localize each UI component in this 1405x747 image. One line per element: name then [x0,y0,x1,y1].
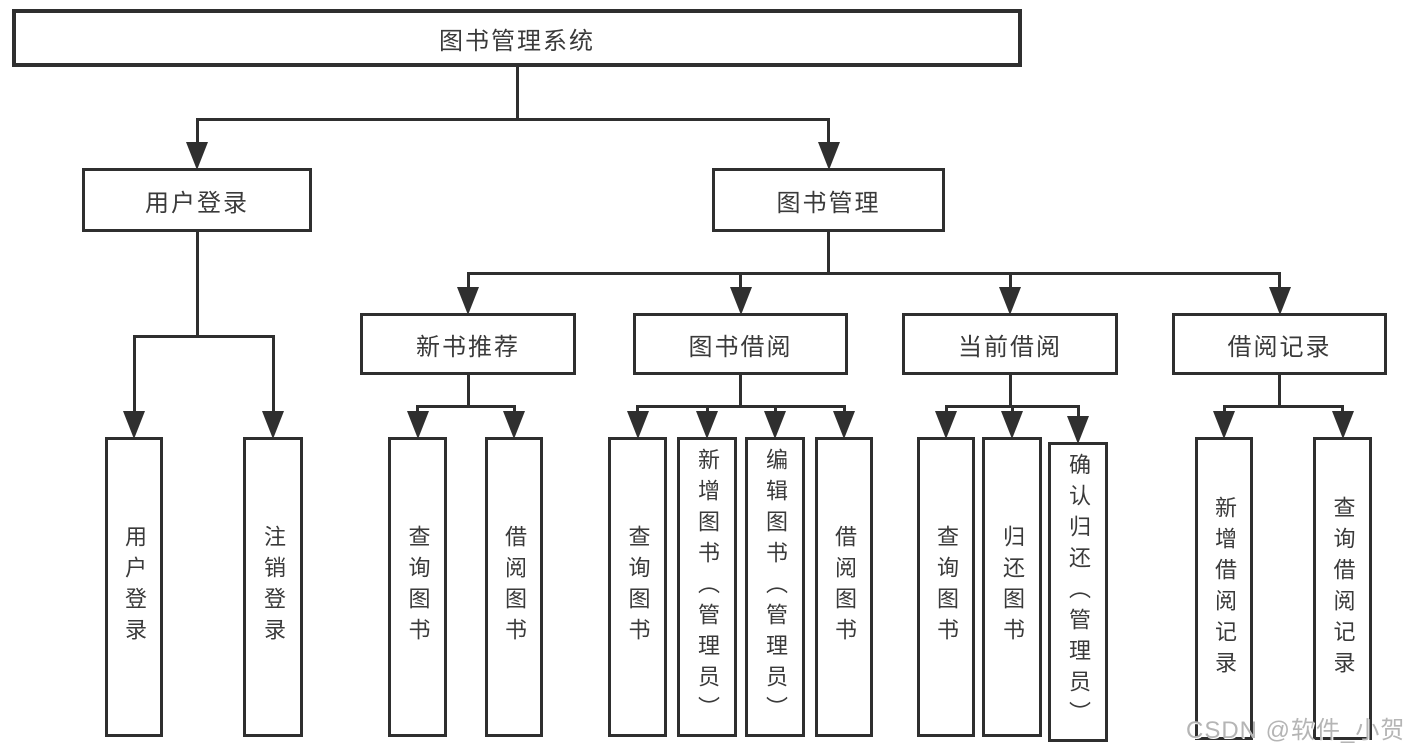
arrowhead-down-icon [186,142,208,170]
arrowhead-down-icon [262,411,284,439]
node-v-borrow-book-1: 借阅图书 [485,437,543,737]
node-book-mgmt: 图书管理 [712,168,945,232]
node-root: 图书管理系统 [12,9,1022,67]
arrowhead-down-icon [1268,287,1291,315]
node-v-query-book-1: 查询图书 [388,437,447,737]
connector-line [842,405,846,411]
connector-line [195,118,199,142]
connector-line [636,405,639,411]
node-user-login: 用户登录 [82,168,312,232]
node-v-add-borrow-rec: 新增借阅记录 [1195,437,1253,740]
connector-line [195,118,830,121]
node-v-query-book-3: 查询图书 [917,437,975,737]
connector-line [1341,405,1344,411]
connector-line [466,272,1281,275]
arrowhead-down-icon [696,411,718,439]
connector-line [705,405,709,411]
arrowhead-down-icon [1213,411,1235,439]
node-v-user-login: 用户登录 [105,437,163,737]
arrowhead-down-icon [935,411,957,439]
node-v-add-book: 新增图书（管理员） [677,437,737,737]
connector-line [1222,405,1344,408]
connector-line [636,405,846,408]
connector-line [1076,405,1080,416]
node-v-logout: 注销登录 [243,437,303,737]
node-borrow-record: 借阅记录 [1172,313,1387,375]
arrowhead-down-icon [406,411,429,439]
arrowhead-down-icon [817,142,840,170]
node-v-edit-book: 编辑图书（管理员） [745,437,805,737]
node-v-borrow-book-2: 借阅图书 [815,437,873,737]
node-current-borrow: 当前借阅 [902,313,1118,375]
node-book-borrow: 图书借阅 [633,313,848,375]
arrowhead-down-icon [123,411,145,439]
connector-line [1222,405,1226,411]
connector-line [132,335,275,338]
connector-line [271,335,275,411]
arrowhead-down-icon [1331,411,1354,439]
arrowhead-down-icon [1067,416,1089,444]
arrowhead-down-icon [626,411,649,439]
connector-line [1278,375,1281,405]
arrowhead-down-icon [1001,411,1023,439]
connector-line [773,405,777,411]
arrowhead-down-icon [764,411,786,439]
connector-line [195,232,199,335]
connector-line [512,405,516,411]
connector-line [1010,405,1014,411]
connector-line [515,67,519,118]
connector-line [739,272,742,287]
node-new-book-rec: 新书推荐 [360,313,576,375]
connector-line [132,335,136,411]
connector-line [466,272,470,287]
connector-line [827,232,830,272]
node-v-query-book-2: 查询图书 [608,437,667,737]
node-v-query-borrow-rec: 查询借阅记录 [1313,437,1372,740]
arrowhead-down-icon [999,287,1021,315]
connector-line [466,375,470,405]
arrowhead-down-icon [503,411,525,439]
node-v-return-book: 归还图书 [982,437,1042,737]
arrowhead-down-icon [729,287,752,315]
connector-line [416,405,419,411]
connector-line [416,405,516,408]
arrowhead-down-icon [457,287,479,315]
node-v-confirm-return: 确认归还（管理员） [1048,442,1108,742]
watermark: CSDN @软件_小贺同学 [1186,717,1405,744]
connector-line [1008,272,1012,287]
connector-line [739,375,742,405]
connector-line [827,118,830,142]
connector-line [1008,375,1012,405]
connector-line [1278,272,1281,287]
arrowhead-down-icon [833,411,855,439]
connector-line [944,405,948,411]
